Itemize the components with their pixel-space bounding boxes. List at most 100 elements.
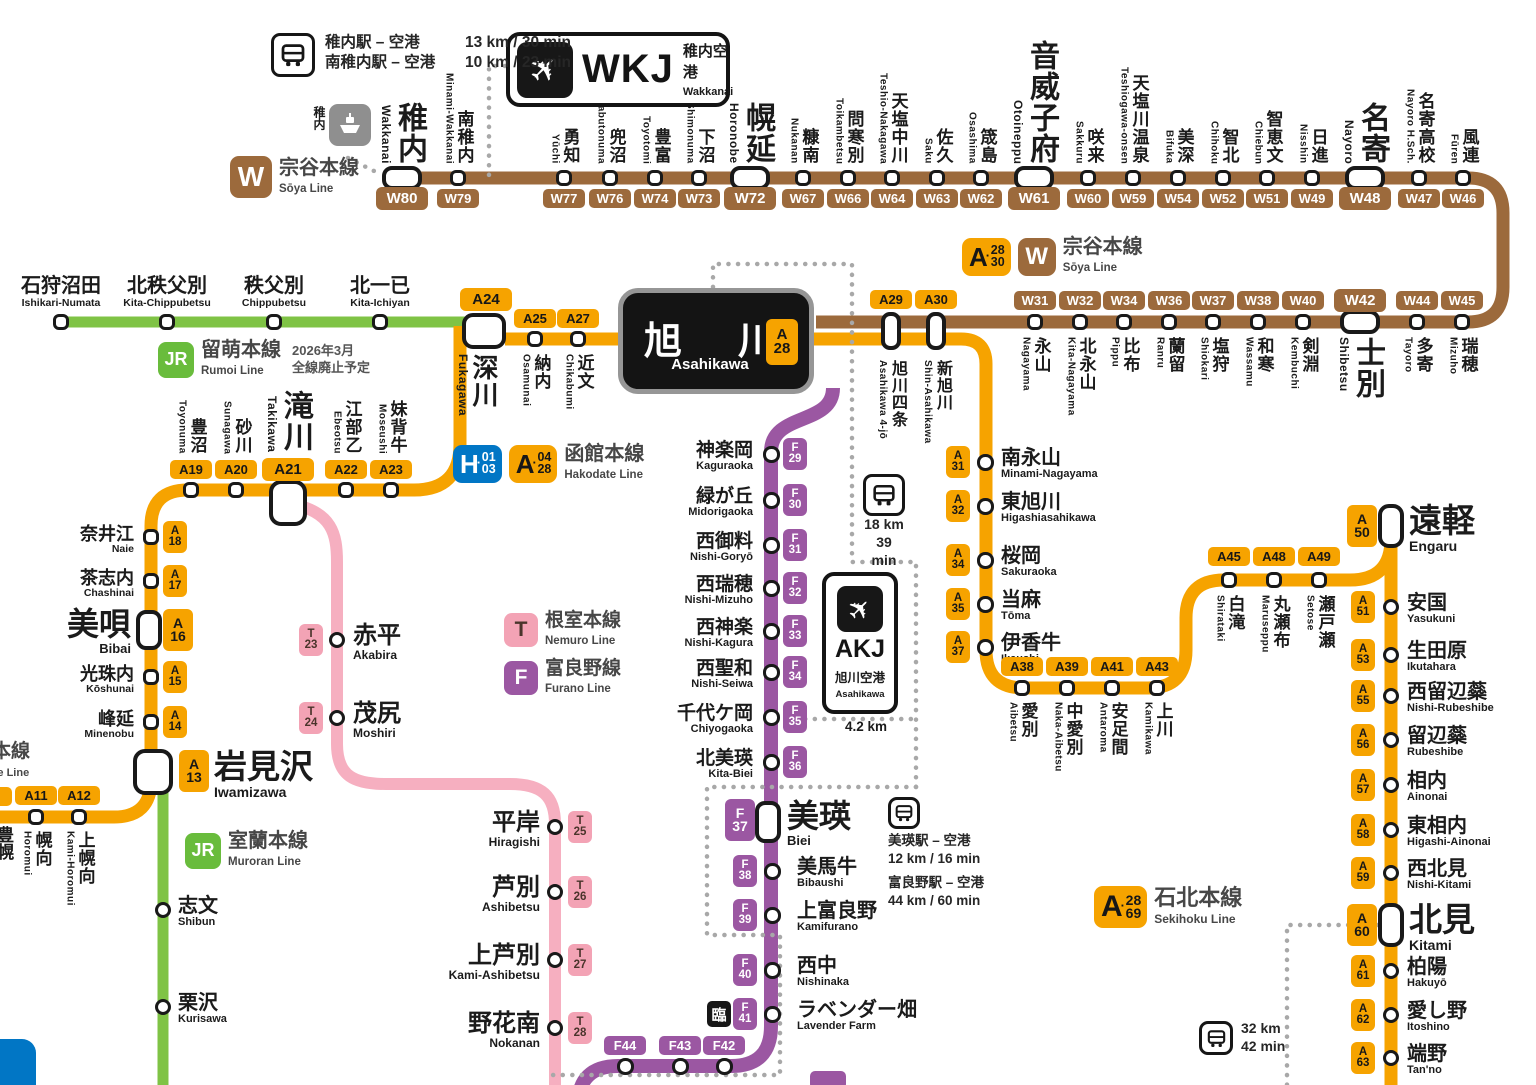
station-romaji: Shin-Asahikawa [922, 360, 933, 444]
station-badge-label: A21 [274, 461, 302, 478]
station-romaji: Ikutahara [1407, 661, 1456, 674]
station-badge: W60 [1067, 189, 1109, 208]
station-romaji: Maruseppu [1259, 595, 1271, 653]
station-badge: W74 [634, 189, 676, 208]
station-badge-letter: F [791, 442, 799, 455]
hakodate-line-west-path [0, 326, 467, 824]
station-marker [1383, 777, 1399, 793]
line-title: 石北本線 [1154, 885, 1243, 910]
station-badge-label: W40 [1289, 293, 1317, 308]
station-marker [1014, 680, 1030, 696]
station-romaji: Kembuchi [1288, 337, 1300, 390]
station-romaji: Minenobu [84, 728, 134, 741]
station-badge: W52 [1202, 189, 1244, 208]
station-badge-number: 57 [1356, 784, 1370, 796]
akj-distance-note: 4.2 km [844, 719, 888, 734]
station-marker [28, 809, 44, 825]
station-badge: W54 [1157, 189, 1199, 208]
station-badge-number: 41 [738, 1013, 752, 1025]
station-romaji: Nagayama [1020, 337, 1032, 392]
station-kanji: 日進 [1308, 128, 1328, 164]
h-range-badge: H 01·03 [453, 444, 502, 483]
muroran-line-label: JR 室蘭本線 Muroran Line [185, 831, 308, 870]
station-romaji: Nishi-Mizuho [684, 594, 753, 607]
station-badge-letter: F [741, 1002, 749, 1015]
asahikawa-zone-dotted [710, 261, 919, 790]
station-kanji: 西御料 [695, 531, 753, 552]
nemuro-line-badge: T [504, 613, 538, 647]
furano-line-badge: F [504, 661, 538, 695]
station-kanji: 美馬牛 [797, 856, 857, 878]
station-romaji: Setose [1304, 595, 1316, 631]
station-kanji: 峰延 [98, 709, 134, 729]
station-kanji: 中愛別 [1063, 702, 1083, 756]
station-kanji: 旭川四条 [889, 360, 906, 428]
station-romaji: Tayoro [1402, 337, 1414, 373]
station-badge-number: 59 [1356, 872, 1370, 884]
station-badge-label: W38 [1244, 293, 1272, 308]
station-romaji: Nishi-Rubeshibe [1407, 702, 1494, 715]
station-marker [763, 862, 781, 880]
sekihoku-line-label: A 28·69 石北本線 Sekihoku Line [1094, 886, 1242, 928]
station-badge-label: A48 [1262, 549, 1286, 564]
station-romaji: Osamunai [520, 354, 532, 407]
station-kanji: 下沼 [695, 128, 715, 164]
station-marker [527, 331, 543, 347]
station-romaji: Nishinaka [797, 976, 849, 989]
station-badge-label: W36 [1155, 293, 1183, 308]
station-badge-label: W47 [1405, 191, 1433, 206]
station-badge: W79 [437, 189, 479, 208]
station-romaji: Hakuyō [1407, 977, 1447, 990]
station-romaji: Kita-Ichiyan [350, 297, 410, 309]
rumoi-closure-note: 2026年3月全線廃止予定 [292, 343, 371, 375]
station-marker [1027, 314, 1043, 330]
station-romaji: Yasukuni [1407, 613, 1456, 626]
station-badge-number: 39 [738, 914, 752, 926]
station-marker [976, 453, 994, 471]
station-marker [840, 170, 856, 186]
station-marker [762, 445, 780, 463]
station-badge-letter: A [1358, 728, 1368, 741]
partial-purple-badge [810, 1071, 846, 1085]
station-marker [547, 1020, 563, 1036]
station-romaji: Takikawa [265, 395, 279, 452]
seasonal-badge-label: 臨 [711, 1006, 727, 1024]
station-badge-label: W77 [550, 191, 578, 206]
station-kanji: 智北 [1219, 128, 1239, 164]
station-kanji: 岩見沢 [214, 748, 313, 785]
airport-name-en: Asahikawa [835, 689, 885, 700]
station-marker [155, 902, 171, 918]
nemuro-line-path [290, 498, 561, 1085]
hakodate-line-label: H 01·03 A 04·28 函館本線 Hakodate Line [453, 444, 644, 483]
station-badge-number: 14 [168, 721, 182, 733]
station-badge: W66 [827, 189, 869, 208]
station-badge-letter: A [1358, 959, 1368, 972]
airplane-icon: ✈ [837, 586, 883, 632]
airport-name-ja: 旭川空港 [834, 671, 885, 685]
station-marker [881, 312, 901, 350]
bus-icon [888, 797, 920, 829]
station-romaji: Shibetsu [1337, 337, 1351, 392]
station-badge-number: 29 [788, 453, 802, 465]
bus-icon [863, 474, 905, 516]
station-badge-number: 18 [168, 536, 182, 548]
station-marker [1221, 572, 1237, 588]
